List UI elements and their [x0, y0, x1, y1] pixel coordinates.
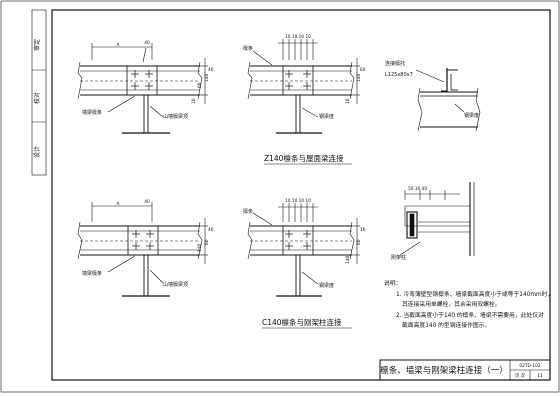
- detail-angle-clip: [415, 68, 481, 132]
- detail1-label-beam: 钢梁度: [319, 113, 334, 120]
- sidebar-label-review: 审定: [33, 39, 41, 51]
- detail1b-dim-r3: 10: [345, 98, 351, 104]
- detail3b-dim-r2: 60: [356, 239, 362, 245]
- detail-z140-roof-beam-b: [247, 39, 360, 134]
- detail1b-dim-r2: 140: [356, 74, 362, 82]
- detail2-angle-size: L125x80x7: [385, 72, 413, 78]
- notes-line-4: 截面高度140 的型钢连接作图示。: [402, 321, 490, 329]
- detail3b-dim-r1: 10: [360, 227, 366, 233]
- detail1-dim-r4: 10: [191, 98, 197, 104]
- detail1-dim-r3: 60: [197, 82, 203, 88]
- notes-line-1: 1. 冷弯薄壁型钢檩条、墙梁截面高度小于或等于140mm时，: [396, 290, 553, 298]
- detail-c140-frame-column: [77, 202, 208, 297]
- detail-z140-roof-beam: [77, 43, 208, 134]
- detail1-dim-r1: 40: [208, 67, 214, 73]
- detail3-top-row: 10 10 10 10: [285, 198, 311, 204]
- detail3-label-bracing: 墙梁檩条: [82, 270, 102, 277]
- titleblock-page-number: 11: [537, 373, 543, 379]
- detail1-caption: Z140檩条与屋面梁连接: [264, 153, 344, 163]
- detail3-dim-r3: 140: [197, 244, 203, 252]
- title-block: [379, 359, 551, 381]
- inner-frame: [51, 9, 551, 381]
- detail3-caption: C140檩条与刚架柱连接: [262, 317, 342, 327]
- detail2-label-angle: 连接檩托: [385, 60, 405, 67]
- notes-line-2: 其连接采用单螺栓，其余采用双螺栓。: [402, 300, 501, 308]
- detail1-label-purlin: 檩条: [243, 45, 253, 52]
- detail1-dim-a: A: [117, 42, 120, 48]
- detail4-label: 刚架柱: [391, 254, 406, 261]
- detail1-label-web: 山墙檩梁顶: [163, 113, 188, 120]
- detail1b-dim-r1: 60: [360, 67, 366, 73]
- detail3-dim-a: A: [117, 201, 120, 207]
- detail1-top-row: 10 10 10 10: [285, 34, 311, 40]
- notes-heading: 说明：: [384, 279, 401, 287]
- detail-c-section-column: [399, 182, 475, 256]
- detail4-dims-top: 50 30 40: [408, 186, 427, 192]
- sidebar-strip: 审定 校对 设计: [31, 9, 47, 176]
- detail-c140-frame-column-b: [247, 203, 360, 297]
- detail1-dim-40: 40: [144, 40, 150, 46]
- detail3-label-web: 山墙檩梁顶: [163, 281, 188, 288]
- detail3-dim-r2: 60: [204, 239, 210, 245]
- detail3-dim-40: 40: [144, 199, 150, 205]
- detail3b-dim-r3: 140: [345, 256, 351, 264]
- detail3-label-purlin: 檩条: [243, 208, 253, 215]
- titleblock-code: 02TD-102: [519, 363, 540, 369]
- titleblock-title: 檩条、墙梁与刚架梁柱连接（一）: [380, 365, 508, 376]
- detail3-label-beam: 钢梁度: [319, 282, 334, 289]
- detail1-dim-r2: 140: [204, 74, 210, 82]
- titleblock-page-label: 页 次: [515, 372, 526, 379]
- notes-line-3: 2. 当截面高度小于140 的檩条、墙梁不需要用，此处仅对: [396, 311, 544, 319]
- detail1-label-bracing: 墙梁檩条: [82, 109, 102, 116]
- notes-block: 说明： 1. 冷弯薄壁型钢檩条、墙梁截面高度小于或等于140mm时， 其连接采用…: [384, 279, 553, 329]
- sidebar-label-design: 设计: [33, 146, 41, 158]
- detail2-label-beam: 钢梁度: [464, 112, 479, 119]
- detail3-dim-r1: 40: [208, 227, 214, 233]
- sidebar-label-check: 校对: [33, 92, 41, 104]
